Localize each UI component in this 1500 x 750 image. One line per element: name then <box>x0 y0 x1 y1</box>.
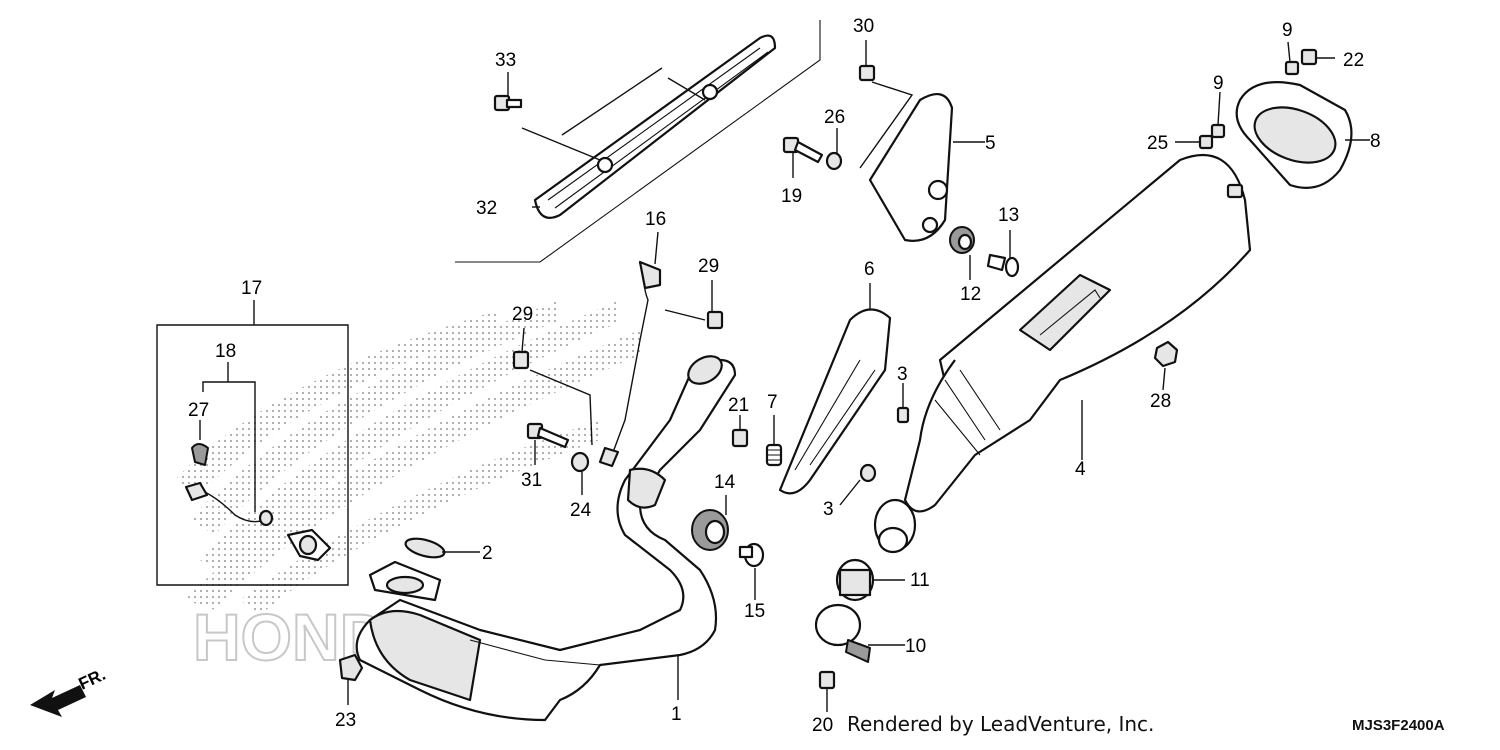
callout-4: 4 <box>1075 459 1086 480</box>
callout-numbers: 1 2 3 3 4 5 6 7 8 9 9 10 11 12 13 14 15 … <box>188 16 1381 736</box>
callout-29-left: 29 <box>512 304 533 325</box>
sensor-16 <box>598 260 662 468</box>
callout-12: 12 <box>960 284 981 305</box>
callout-5: 5 <box>985 133 996 154</box>
callout-25: 25 <box>1147 133 1168 154</box>
leader-lines <box>199 40 1370 712</box>
callout-20: 20 <box>812 715 833 736</box>
callout-17: 17 <box>241 278 262 299</box>
callout-9-top: 9 <box>1282 20 1293 41</box>
bracket-5 <box>868 92 954 242</box>
callout-2: 2 <box>482 543 493 564</box>
callout-11: 11 <box>910 570 930 591</box>
callout-27: 27 <box>188 400 209 421</box>
sensor-kit-17 <box>184 443 332 562</box>
callout-31: 31 <box>521 470 542 491</box>
bolt-29 <box>512 310 724 370</box>
sensor-kit-box <box>156 324 349 586</box>
exhaust-pipe-1 <box>355 355 737 722</box>
callout-19: 19 <box>781 186 802 207</box>
nut-28 <box>1153 340 1179 368</box>
clip-3-lower <box>859 463 877 483</box>
callout-26: 26 <box>824 107 845 128</box>
callout-18: 18 <box>215 341 236 362</box>
callout-30: 30 <box>853 16 874 37</box>
callout-3-upper: 3 <box>897 364 908 385</box>
bolt-31 <box>526 422 570 449</box>
bolt-21 <box>731 428 749 448</box>
washer-26 <box>825 151 843 171</box>
callout-3-lower: 3 <box>823 499 834 520</box>
exhaust-flange <box>368 560 442 602</box>
clamp-10 <box>814 603 871 663</box>
diagram-code: MJS3F2400A <box>1352 717 1445 734</box>
front-direction-arrow: FR. <box>30 665 109 717</box>
bolt-33 <box>493 94 523 112</box>
callout-24: 24 <box>570 500 592 521</box>
callout-14: 14 <box>714 472 736 493</box>
rubber-12 <box>949 226 975 254</box>
callout-33: 33 <box>495 50 516 71</box>
nut-25 <box>1198 134 1214 150</box>
heat-shield-frame-line <box>455 20 821 263</box>
muffler-cap-8 <box>1235 81 1353 189</box>
bolt-22 <box>1300 48 1318 66</box>
muffler-4 <box>903 153 1252 513</box>
bolt-19 <box>782 136 824 164</box>
collar-13 <box>986 253 1020 278</box>
callout-22: 22 <box>1343 50 1364 71</box>
callout-28: 28 <box>1150 391 1171 412</box>
callout-7: 7 <box>767 392 778 413</box>
callout-10: 10 <box>905 636 926 657</box>
muffler-outlet <box>873 498 917 554</box>
callout-8: 8 <box>1370 131 1381 152</box>
callout-16: 16 <box>645 209 666 230</box>
washer-24 <box>570 451 590 473</box>
callout-15: 15 <box>744 601 765 622</box>
rubber-14 <box>691 509 729 551</box>
callout-29-right: 29 <box>698 256 719 277</box>
spring-7 <box>765 443 783 467</box>
bolt-20 <box>818 670 836 690</box>
callout-21: 21 <box>728 395 749 416</box>
bolt-30 <box>858 64 876 82</box>
callout-9-middle: 9 <box>1213 73 1224 94</box>
protector-6 <box>778 308 892 495</box>
callout-13: 13 <box>998 205 1019 226</box>
gasket-11 <box>835 558 875 602</box>
gasket-2 <box>404 537 446 559</box>
nut-23 <box>338 653 364 682</box>
callout-1: 1 <box>671 704 682 725</box>
render-credit: Rendered by LeadVenture, Inc. <box>847 712 1154 736</box>
callout-23: 23 <box>335 710 356 731</box>
collar-15 <box>738 542 765 568</box>
clip-3-upper <box>896 406 910 424</box>
heat-shield-part <box>533 34 777 219</box>
callout-6: 6 <box>864 259 875 280</box>
callout-32: 32 <box>476 198 497 219</box>
